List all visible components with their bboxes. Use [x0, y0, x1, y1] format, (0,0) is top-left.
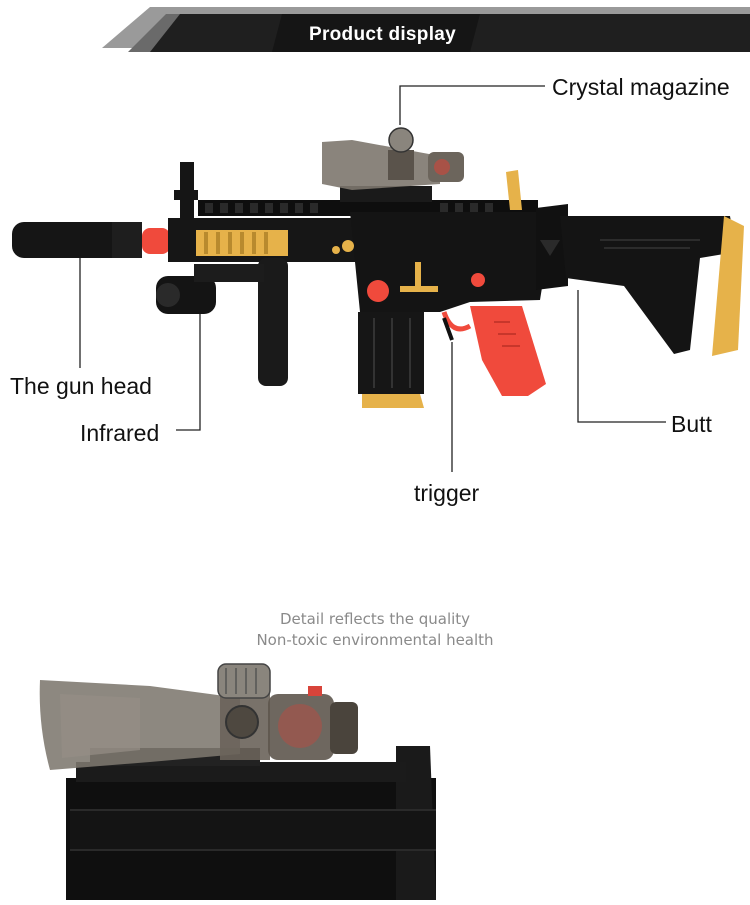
callout-gun-head: The gun head: [10, 373, 152, 399]
infrared-line: [176, 310, 201, 431]
callout-infrared: Infrared: [80, 420, 160, 446]
tagline-line-2: Non-toxic environmental health: [256, 631, 494, 649]
butt-pad: [712, 216, 744, 356]
product-display: Crystal magazine The gun head Infrared t…: [0, 60, 750, 540]
butt-line: [577, 290, 666, 423]
callout-crystal-magazine: Crystal magazine: [552, 74, 730, 100]
gel-blaster-illustration: [12, 85, 744, 472]
vertical-grip: [258, 258, 288, 386]
callout-trigger: trigger: [414, 480, 480, 506]
buttstock: [560, 216, 736, 354]
closeup-eyepiece: [268, 694, 334, 760]
scope-body: [322, 140, 440, 190]
banner-title: Product display: [308, 24, 457, 45]
scope-closeup: [0, 650, 750, 900]
trigger-guard: [441, 311, 472, 332]
silencer: [12, 222, 142, 258]
red-selector: [367, 280, 389, 302]
pistol-grip: [470, 306, 546, 396]
closeup-rail: [76, 762, 406, 782]
closeup-turret: [217, 663, 271, 699]
header-banner: Product display: [0, 0, 750, 60]
magazine-base: [362, 394, 424, 408]
banner-shape: [102, 7, 750, 52]
scope-closeup-illustration: [39, 663, 436, 900]
scope-turret: [388, 127, 414, 153]
callout-butt: Butt: [671, 411, 712, 437]
callout-lines: [79, 85, 666, 472]
receiver: [350, 212, 548, 312]
charging-handle: [506, 170, 522, 210]
tagline-line-1: Detail reflects the quality: [279, 610, 471, 628]
magazine-line: [399, 85, 545, 125]
muzzle-tip: [142, 228, 170, 254]
scope-mount: [340, 186, 432, 202]
